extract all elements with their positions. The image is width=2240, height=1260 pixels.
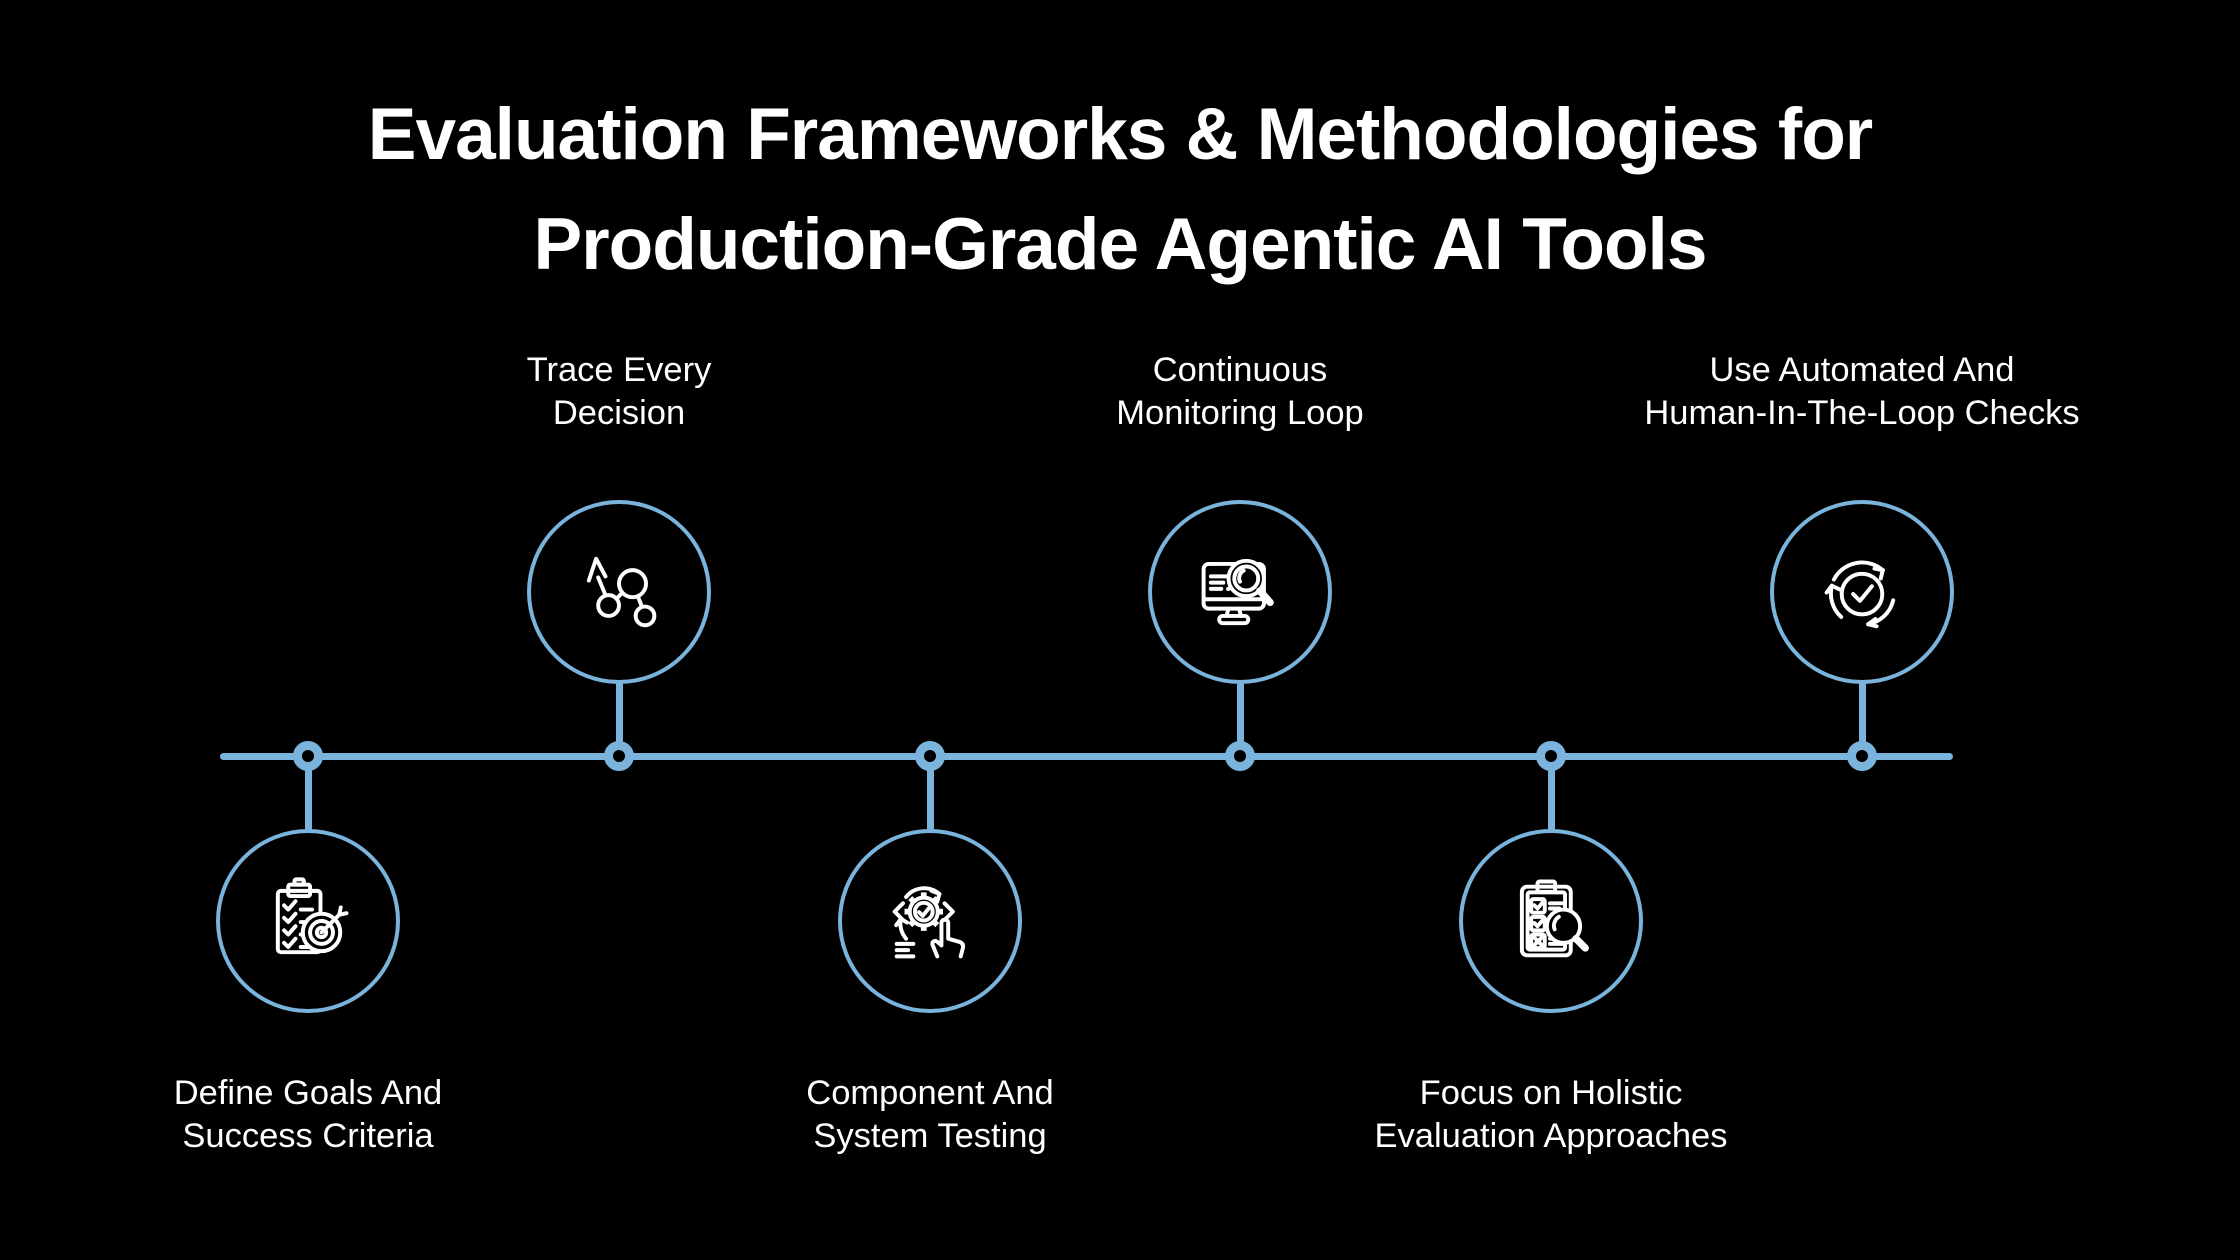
icon-circle bbox=[216, 829, 400, 1013]
item-label: Focus on Holistic Evaluation Approaches bbox=[1374, 1074, 1728, 1155]
item-label: Define Goals And Success Criteria bbox=[173, 1074, 443, 1155]
item-label: Component And System Testing bbox=[806, 1074, 1054, 1155]
path-nodes-arrow-icon bbox=[586, 556, 657, 628]
title-line-1: Evaluation Frameworks & Methodologies fo… bbox=[367, 94, 1873, 175]
cycle-arrows-check-icon bbox=[1824, 560, 1896, 629]
timeline-dot bbox=[604, 741, 634, 771]
icon-circle bbox=[1770, 500, 1954, 684]
icon-circle bbox=[527, 500, 711, 684]
item-label: Trace Every Decision bbox=[526, 351, 712, 432]
timeline-axis bbox=[220, 753, 1953, 760]
timeline-dot bbox=[293, 741, 323, 771]
item-label: Use Automated And Human-In-The-Loop Chec… bbox=[1644, 351, 2080, 432]
title-line-2: Production-Grade Agentic AI Tools bbox=[533, 204, 1708, 285]
monitor-magnifier-icon bbox=[1201, 558, 1274, 626]
timeline-dot bbox=[915, 741, 945, 771]
icon-circle bbox=[1148, 500, 1332, 684]
timeline-dot bbox=[1536, 741, 1566, 771]
page-title: Evaluation Frameworks & Methodologies fo… bbox=[0, 80, 2240, 300]
icon-circle bbox=[838, 829, 1022, 1013]
clipboard-target-icon bbox=[275, 877, 349, 955]
timeline-dot bbox=[1225, 741, 1255, 771]
gear-check-hand-icon bbox=[892, 886, 966, 959]
item-label: Continuous Monitoring Loop bbox=[1116, 351, 1364, 432]
checklist-magnifier-icon bbox=[1519, 879, 1589, 958]
timeline-dot bbox=[1847, 741, 1877, 771]
icon-circle bbox=[1459, 829, 1643, 1013]
